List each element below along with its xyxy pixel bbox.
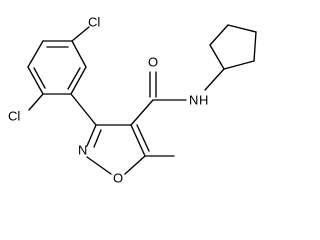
isoxazole-ring <box>86 124 150 175</box>
bond-cl-left <box>28 93 44 111</box>
dichlorophenyl-ring <box>27 40 87 95</box>
amide-nitrogen-label: N <box>189 92 198 107</box>
amide-hydrogen-label: H <box>199 92 208 107</box>
chlorine-label-top: Cl <box>88 14 100 29</box>
chemical-structure: Cl Cl O N H N O <box>8 14 257 185</box>
bond-cl-top <box>71 26 90 42</box>
bond-n-cyclopentyl <box>204 68 225 91</box>
bond-phenyl-isoxazole <box>70 93 97 126</box>
chlorine-label-left: Cl <box>8 108 20 123</box>
ring-nitrogen-label: N <box>78 142 87 157</box>
carboxamide-group <box>130 71 187 126</box>
cyclopentyl-ring <box>209 24 257 70</box>
carbonyl-oxygen-label: O <box>148 54 158 69</box>
ring-oxygen-label: O <box>113 170 123 185</box>
